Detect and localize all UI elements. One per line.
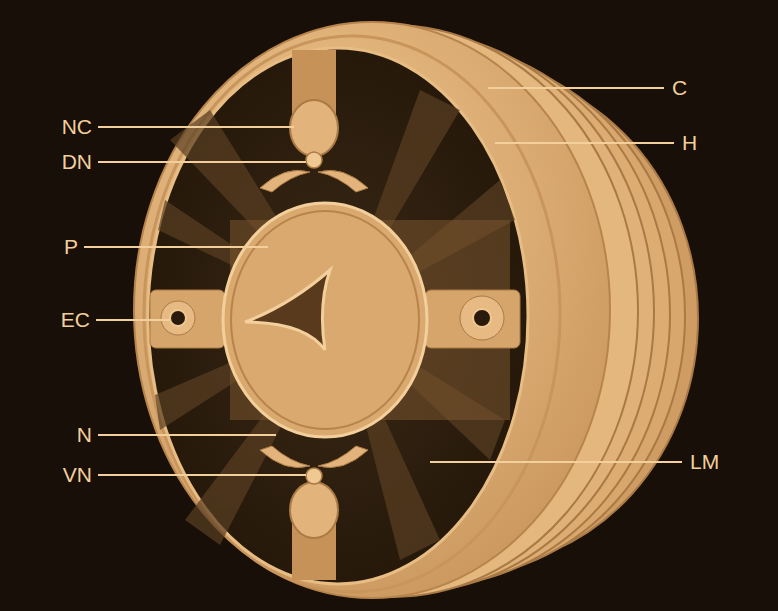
part-label: NC: [62, 115, 92, 139]
part-label: EC: [61, 308, 90, 332]
part-label: H: [682, 131, 697, 155]
part-label: N: [77, 423, 92, 447]
part-label: P: [64, 235, 78, 259]
part-label: LM: [690, 450, 719, 474]
part-label: VN: [63, 463, 92, 487]
part-label: DN: [62, 150, 92, 174]
part-label: C: [672, 76, 687, 100]
